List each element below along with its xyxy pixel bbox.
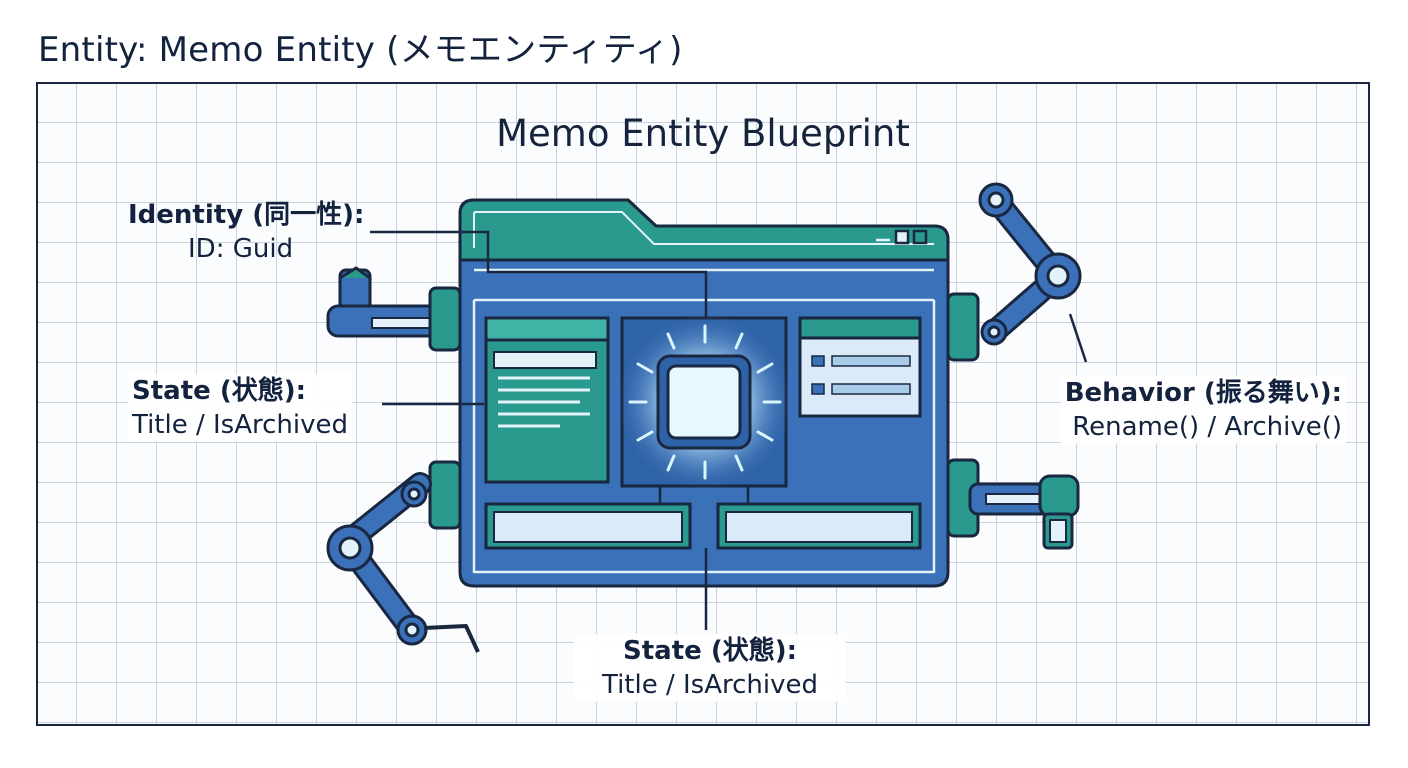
behavior-label: Behavior (振る舞い): Rename() / Archive() bbox=[1060, 376, 1346, 444]
state-left-label: State (状態): Title / IsArchived bbox=[128, 374, 353, 442]
identity-value: ID: Guid bbox=[188, 234, 294, 264]
internal-connectors bbox=[658, 486, 750, 504]
behavior-value: Rename() / Archive() bbox=[1072, 412, 1342, 442]
state-bars-bottom bbox=[484, 502, 922, 550]
state-left-value: Title / IsArchived bbox=[132, 410, 349, 440]
identity-label: Identity (同一性): ID: Guid bbox=[128, 198, 364, 266]
behavior-heading: Behavior (振る舞い): bbox=[1064, 378, 1342, 408]
state-bottom-value: Title / IsArchived bbox=[601, 670, 818, 700]
robot-arm-icon bbox=[326, 266, 462, 352]
robot-arm-icon bbox=[946, 458, 1080, 550]
core-chip-icon bbox=[617, 314, 793, 490]
board-title: Memo Entity Blueprint bbox=[496, 112, 910, 155]
behavior-panel bbox=[798, 316, 922, 418]
robot-arm-icon bbox=[326, 460, 480, 653]
state-panel-left bbox=[484, 316, 610, 484]
state-left-heading: State (状態): bbox=[132, 376, 306, 406]
identity-heading: Identity (同一性): bbox=[128, 200, 365, 230]
robot-arm-icon bbox=[946, 182, 1082, 362]
callout-lines bbox=[370, 230, 1088, 630]
state-bottom-label: State (状態): Title / IsArchived bbox=[574, 634, 846, 702]
page-title: Entity: Memo Entity (メモエンティティ) bbox=[38, 30, 683, 70]
window-control-icon bbox=[876, 229, 928, 245]
state-bottom-heading: State (状態): bbox=[623, 636, 797, 666]
